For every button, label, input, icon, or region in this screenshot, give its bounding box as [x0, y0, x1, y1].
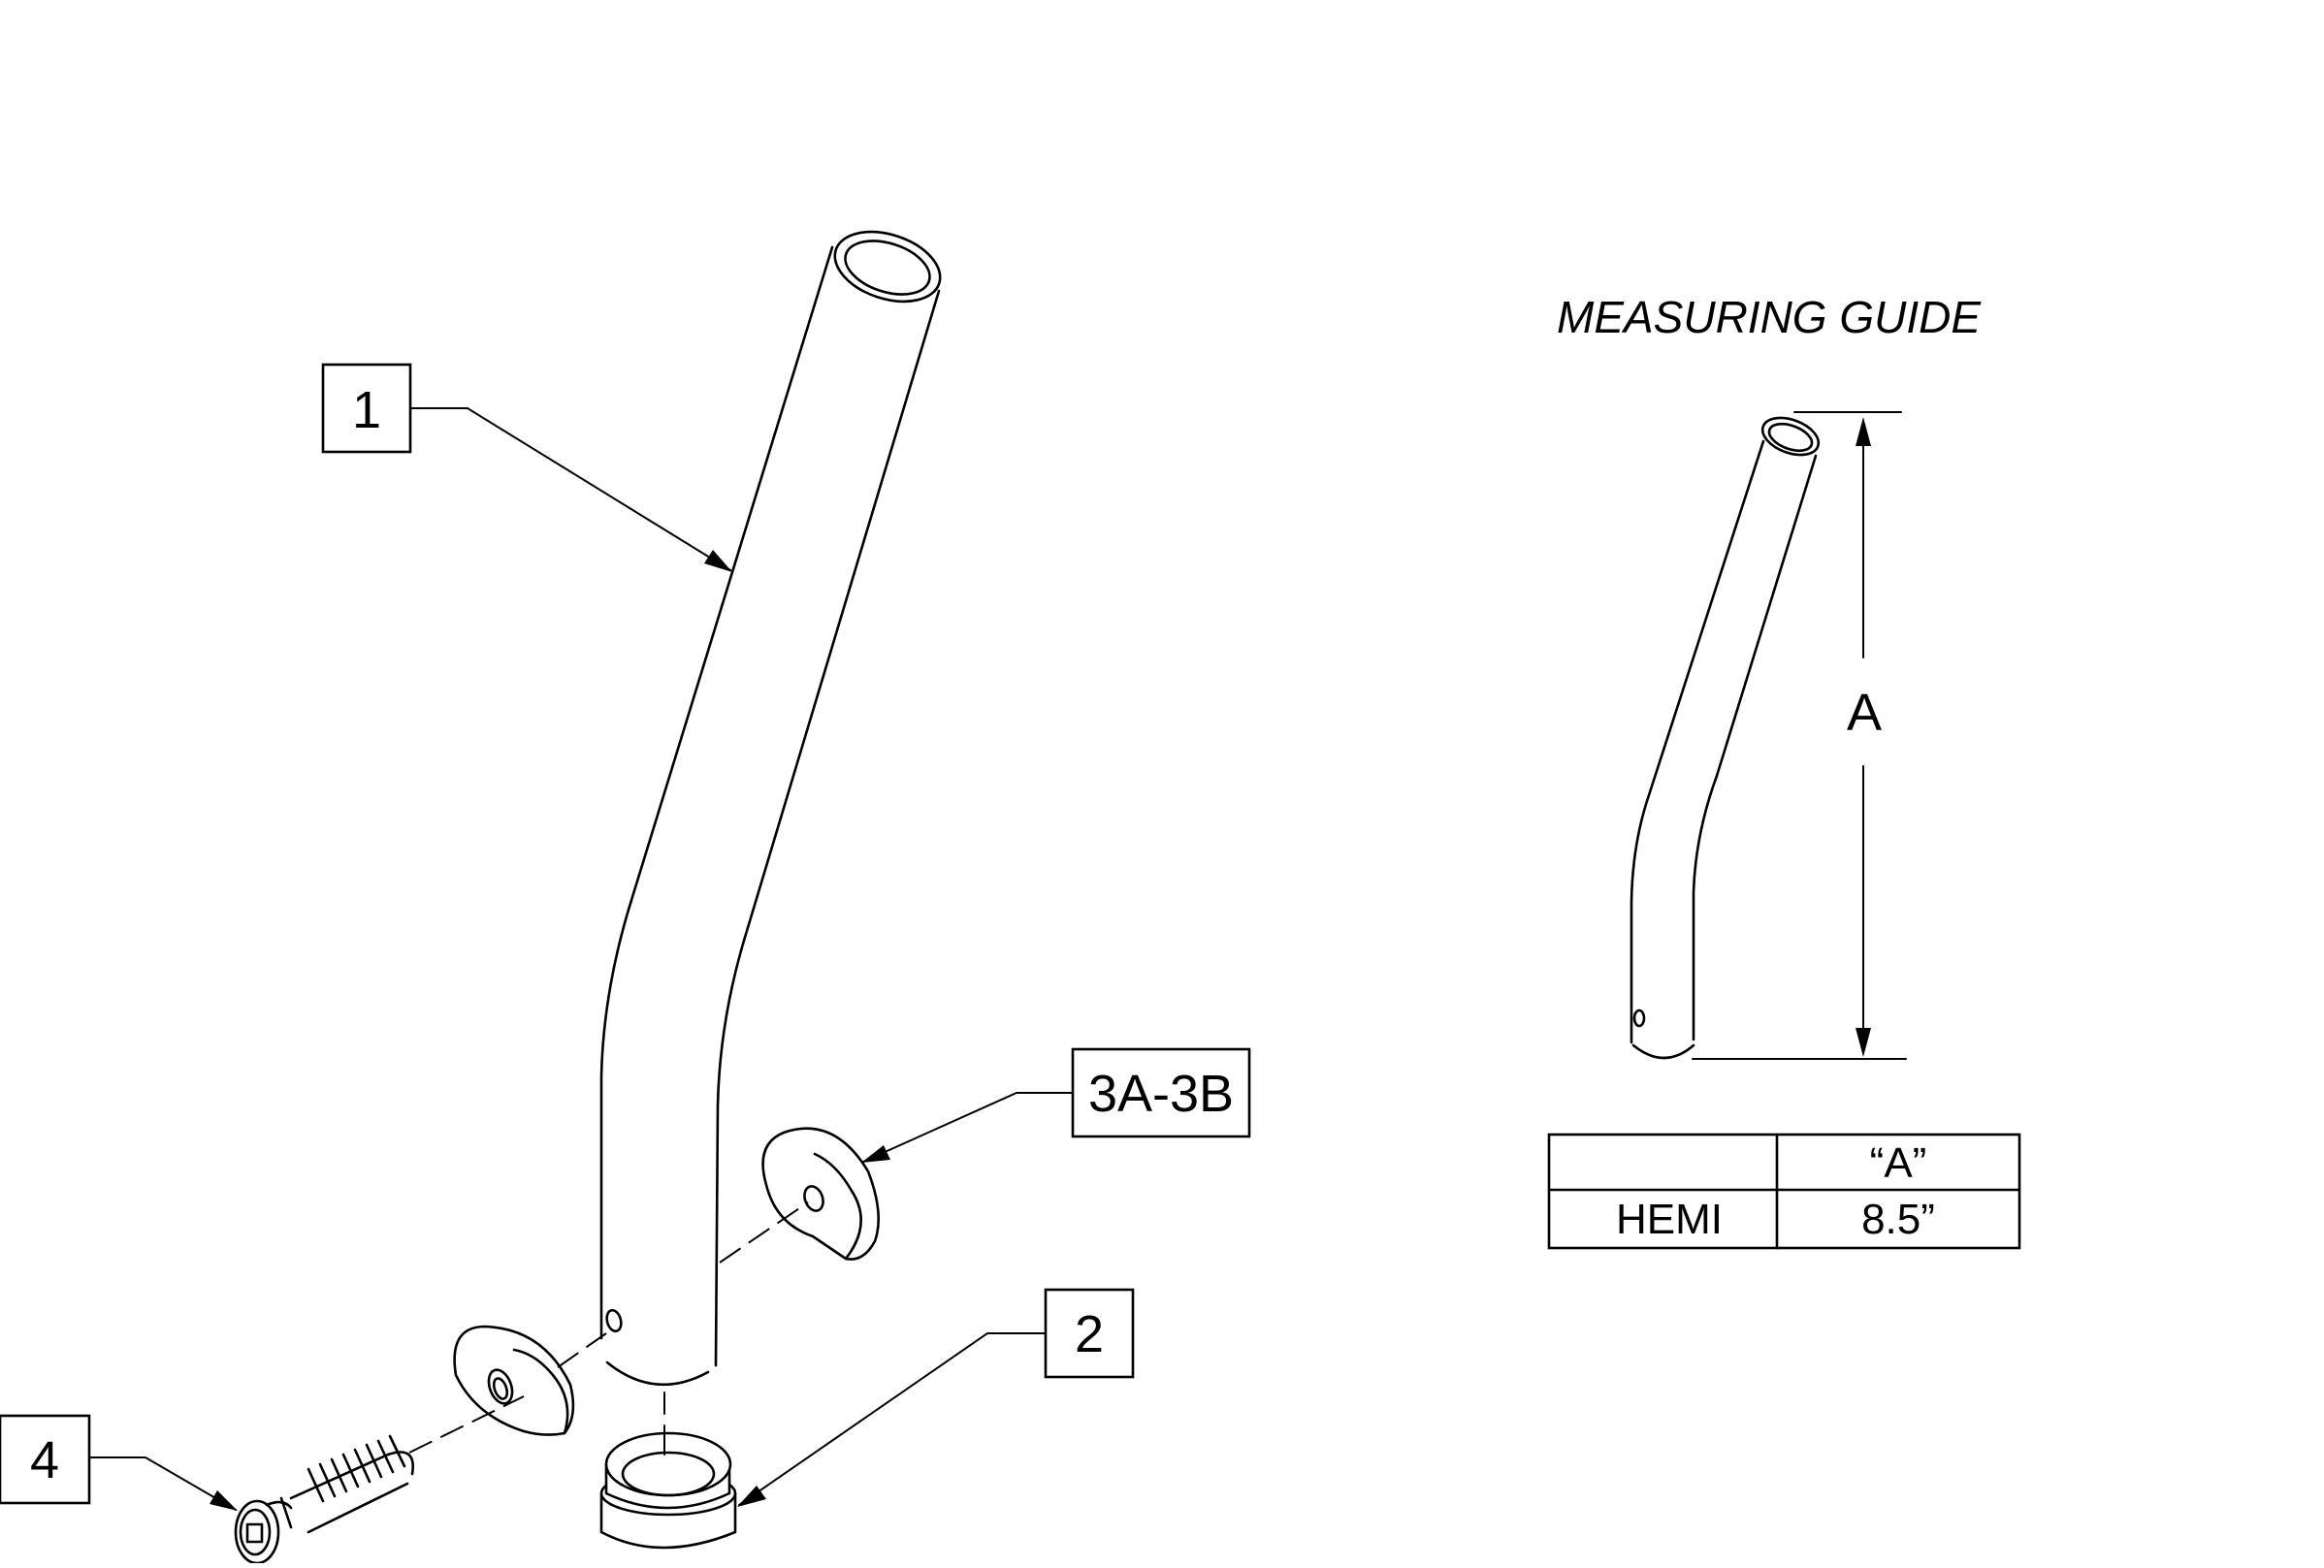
spacer-upper-part-3 [761, 1127, 880, 1261]
callout-4: 4 [0, 1414, 238, 1511]
callout-2: 2 [737, 1288, 1135, 1507]
dimension-label: A [1847, 684, 1882, 742]
table-header-a: “A” [1870, 1139, 1927, 1187]
callout-1: 1 [321, 363, 732, 572]
measurement-table: “A” HEMI 8.5” [1547, 1133, 2021, 1250]
table-cell-model: HEMI [1616, 1196, 1723, 1243]
end-cap-part-2 [599, 1392, 737, 1550]
guide-tube [1630, 416, 1821, 1060]
tube-part-1 [599, 230, 942, 1387]
table-cell-value: 8.5” [1861, 1196, 1935, 1243]
callout-4-label: 4 [30, 1431, 59, 1489]
callout-3: 3A-3B [861, 1047, 1251, 1163]
bolt-part-4 [234, 1434, 415, 1565]
guide-title: MEASURING GUIDE [1557, 292, 1982, 342]
assembly-lines [408, 1201, 809, 1454]
dimension-a: A [1692, 411, 1907, 1060]
callout-2-label: 2 [1075, 1305, 1104, 1363]
spacer-lower-part-3 [453, 1325, 575, 1436]
callout-3-label: 3A-3B [1088, 1065, 1234, 1123]
callout-1-label: 1 [352, 381, 381, 439]
